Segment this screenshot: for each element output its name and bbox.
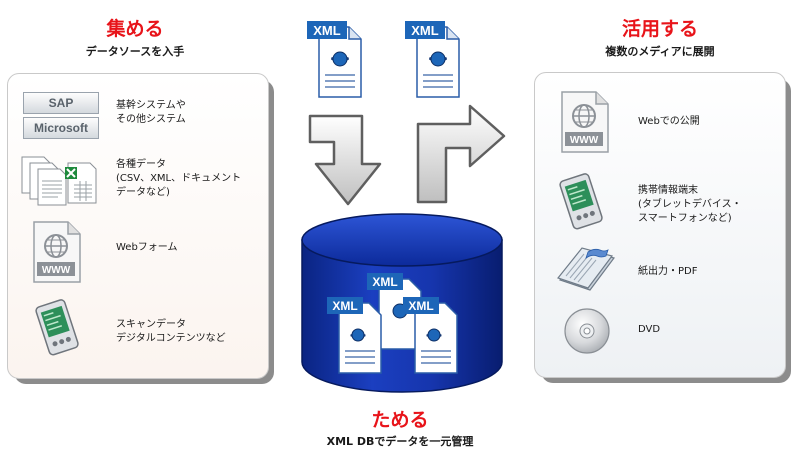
collect-title: 集める	[106, 18, 164, 40]
www-label-left: WWW	[42, 265, 71, 276]
flow-arrows	[308, 104, 506, 206]
xml-document-icon-top-left: XML < >	[307, 21, 362, 98]
source-item-systems: 基幹システムや その他システム	[116, 99, 186, 127]
source-item-systems-line2: その他システム	[116, 114, 186, 125]
source-item-data: 各種データ (CSV、XML、ドキュメント データなど)	[116, 158, 241, 200]
source-item-scan: スキャンデータ デジタルコンテンツなど	[116, 318, 226, 346]
output-item-mobile-line2: (タブレットデバイス・	[638, 199, 742, 210]
output-item-mobile-line3: スマートフォンなど)	[638, 213, 732, 224]
source-item-scan-line1: スキャンデータ	[116, 319, 186, 330]
paper-pdf-icon	[556, 247, 616, 291]
stored-xml-documents-icon: XML XML < > XML < >	[327, 273, 458, 374]
arrow-out-of-db-icon	[416, 104, 506, 204]
utilize-subtitle: 複数のメディアに展開	[605, 45, 715, 58]
xml-tag-label-1: XML	[313, 23, 341, 38]
output-item-web-line1: Webでの公開	[638, 116, 700, 127]
output-item-dvd: DVD	[638, 323, 660, 337]
source-item-data-line2: (CSV、XML、ドキュメント	[116, 173, 242, 184]
dvd-disc-icon	[564, 308, 610, 354]
source-item-systems-line1: 基幹システムや	[116, 100, 186, 111]
store-subtitle: XML DBでデータを一元管理	[326, 435, 474, 448]
sap-badge: SAP	[23, 92, 99, 114]
web-publish-icon: WWW	[561, 91, 609, 153]
documents-stack-icon	[21, 156, 97, 206]
output-item-mobile-line1: 携帯情報端末	[638, 185, 698, 196]
utilize-title: 活用する	[621, 18, 698, 40]
xml-tag-label-5: XML	[408, 299, 433, 313]
output-item-print: 紙出力・PDF	[638, 265, 697, 279]
web-page-icon: WWW	[33, 221, 81, 283]
source-item-data-line1: 各種データ	[116, 159, 166, 170]
xml-document-icon-top-right: XML < >	[405, 21, 460, 98]
pda-device-icon	[35, 299, 79, 356]
xml-tag-label-4: XML	[332, 299, 357, 313]
mobile-device-icon	[559, 173, 603, 230]
www-label-right: WWW	[570, 135, 599, 146]
xml-tag-label-3: XML	[372, 275, 397, 289]
collect-subtitle: データソースを入手	[85, 45, 185, 58]
source-item-data-line3: データなど)	[116, 187, 170, 198]
output-item-mobile: 携帯情報端末 (タブレットデバイス・ スマートフォンなど)	[638, 184, 742, 226]
output-item-web: Webでの公開	[638, 115, 700, 129]
output-item-dvd-line1: DVD	[638, 324, 661, 335]
store-title: ためる	[371, 409, 429, 431]
source-item-webform-line1: Webフォーム	[116, 242, 178, 253]
source-item-webform: Webフォーム	[116, 241, 178, 255]
output-item-print-line1: 紙出力・PDF	[638, 266, 698, 277]
arrow-into-db-icon	[308, 114, 382, 206]
xml-tag-label-2: XML	[411, 23, 439, 38]
microsoft-badge: Microsoft	[23, 117, 99, 139]
source-item-scan-line2: デジタルコンテンツなど	[116, 333, 226, 344]
